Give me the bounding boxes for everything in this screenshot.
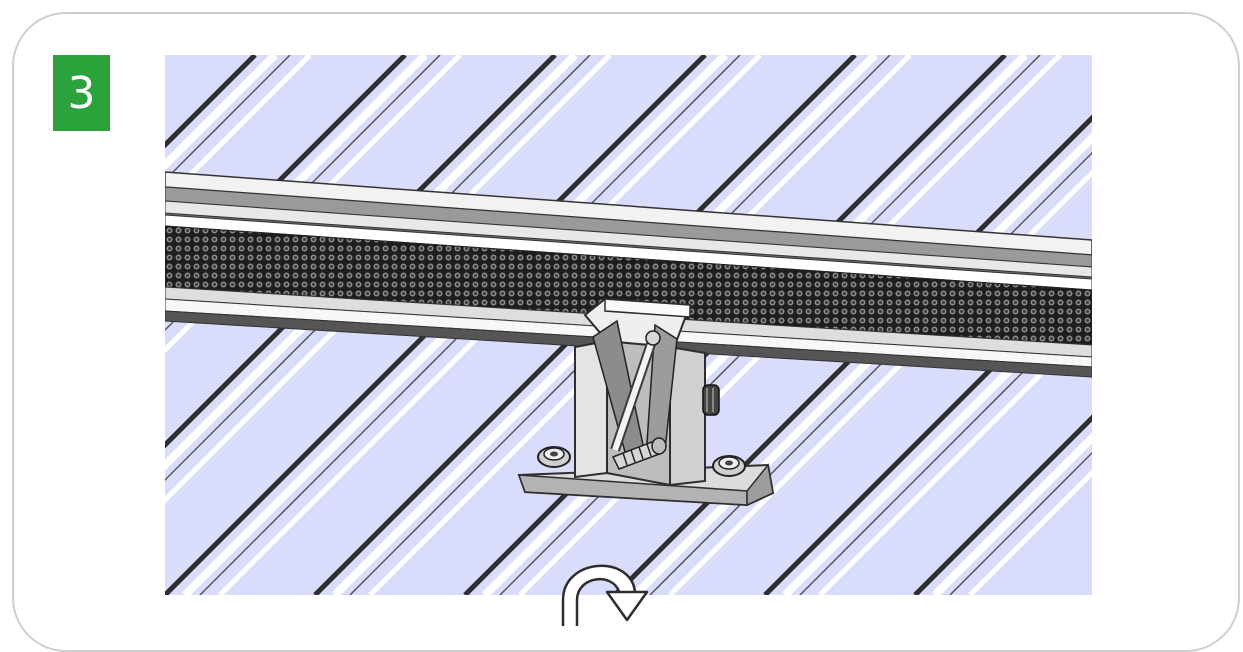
rotate-arrow-icon <box>561 564 649 626</box>
base-bolt-left <box>537 446 571 468</box>
threaded-bolt <box>611 437 667 470</box>
bracket-upright <box>574 297 720 487</box>
side-knob <box>702 384 720 416</box>
base-bolt-right <box>712 455 746 477</box>
roof-rail-bracket-illustration <box>165 55 1092 595</box>
step-number-badge: 3 <box>53 55 110 131</box>
rail-mesh-channel <box>165 225 1092 346</box>
mounting-rail <box>165 171 1092 378</box>
step-number: 3 <box>67 67 96 119</box>
